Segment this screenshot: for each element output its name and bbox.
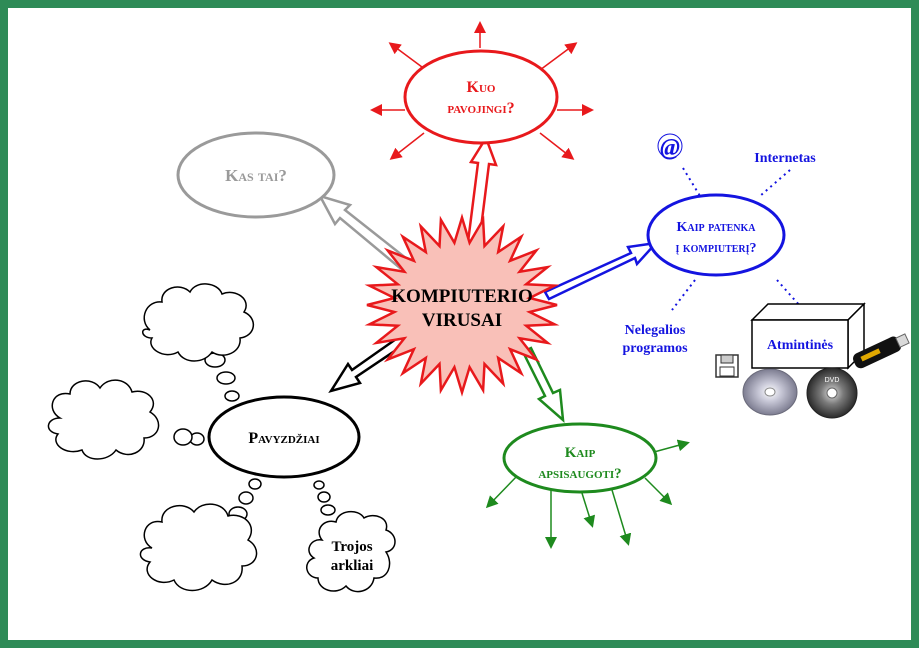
node-protect-line2: apsisaugoti?	[538, 466, 621, 482]
node-what-label: Kas tai?	[225, 166, 287, 185]
node-danger[interactable]	[403, 49, 559, 145]
arrow-to-what	[317, 193, 409, 270]
node-protect-line1: Kaip	[565, 445, 596, 461]
floppy-disk-icon	[715, 354, 739, 378]
cd-disc-icon	[742, 368, 798, 416]
thought-cloud-trojan[interactable]	[306, 510, 396, 593]
memory-box: Atmintinės	[750, 302, 866, 370]
thought-bubble-trails	[173, 352, 336, 522]
node-danger-line1: Kuo	[467, 79, 496, 96]
arrow-to-protect	[521, 346, 565, 424]
trojan-label-line1: Trojos	[331, 539, 372, 555]
thought-cloud-1	[142, 283, 254, 362]
entry-illegal-line1: Nelegalios	[625, 323, 686, 338]
trojan-label-line2: arkliai	[331, 558, 374, 574]
thought-cloud-3	[139, 503, 258, 592]
entry-illegal-line2: programos	[622, 341, 688, 356]
node-entry-line1: Kaip patenka	[676, 220, 756, 235]
thought-cloud-2	[47, 379, 160, 460]
node-entry-line2: į kompiuterį?	[675, 241, 756, 256]
node-protect[interactable]	[502, 422, 658, 494]
node-examples[interactable]	[207, 395, 361, 479]
protect-rays	[485, 439, 690, 549]
usb-flash-drive-icon	[853, 333, 910, 369]
node-danger-line2: pavojingi?	[447, 100, 514, 117]
node-entry[interactable]	[646, 193, 786, 277]
center-starburst	[364, 213, 560, 397]
memory-box-label: Atmintinės	[767, 338, 834, 353]
node-what[interactable]	[176, 131, 336, 219]
email-at-icon: @	[657, 133, 683, 161]
dvd-disc-icon: DVD	[806, 367, 858, 419]
entry-dotted-links	[671, 167, 801, 311]
center-title-line1: KOMPIUTERIO	[391, 286, 532, 307]
danger-rays	[370, 21, 594, 160]
entry-internet-label: Internetas	[754, 151, 816, 166]
arrow-to-examples	[328, 330, 413, 394]
center-title-line2: VIRUSAI	[422, 310, 502, 331]
email-at-symbol: @	[660, 135, 680, 161]
svg-text:DVD: DVD	[825, 377, 840, 384]
node-examples-label: Pavyzdžiai	[248, 430, 319, 447]
arrow-to-entry	[543, 241, 660, 301]
